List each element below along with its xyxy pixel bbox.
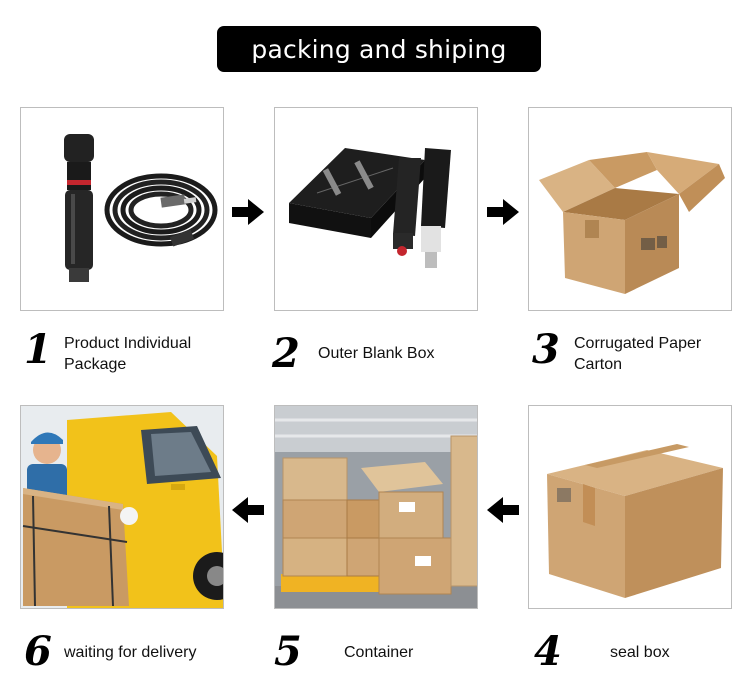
- page-title-text: packing and shiping: [251, 34, 507, 64]
- arrow-right-icon: [232, 199, 264, 225]
- step-number-3: 3: [532, 326, 560, 373]
- step-number-4: 4: [534, 628, 562, 675]
- step-label-5-line1: Container: [344, 644, 414, 661]
- open-carton-illustration: [529, 108, 731, 310]
- step-label-5: Container: [344, 642, 413, 663]
- page-title: packing and shiping: [217, 26, 541, 72]
- step-number-6: 6: [24, 628, 52, 675]
- step-label-6: waiting for delivery: [64, 642, 197, 663]
- arrow-left-icon: [232, 497, 264, 523]
- step-number-5: 5: [274, 628, 302, 675]
- step-label-6-line1: waiting for delivery: [64, 644, 197, 661]
- arrow-left-icon: [487, 497, 519, 523]
- step-label-3-line2: Carton: [574, 356, 623, 373]
- container-image-frame: [274, 405, 478, 609]
- step-label-4: seal box: [610, 642, 670, 663]
- step-label-1-line2: Package: [64, 356, 127, 373]
- black-box-illustration: [275, 108, 477, 310]
- tattoo-pen-and-cable-illustration: [21, 108, 223, 310]
- delivery-van-illustration: [21, 406, 223, 608]
- step-label-4-line1: seal box: [610, 644, 670, 661]
- step-number-2: 2: [272, 330, 300, 377]
- warehouse-boxes-illustration: [275, 406, 477, 608]
- seal-box-image-frame: [528, 405, 732, 609]
- outer-box-image-frame: [274, 107, 478, 311]
- step-number-1: 1: [24, 326, 52, 373]
- step-label-1-line1: Product Individual: [64, 335, 192, 352]
- sealed-carton-illustration: [529, 406, 731, 608]
- step-label-2-line1: Outer Blank Box: [318, 345, 435, 362]
- step-label-3: Corrugated Paper Carton: [574, 333, 701, 375]
- carton-image-frame: [528, 107, 732, 311]
- step-label-2: Outer Blank Box: [318, 343, 435, 364]
- step-label-1: Product Individual Package: [64, 333, 191, 375]
- delivery-image-frame: [20, 405, 224, 609]
- step-label-3-line1: Corrugated Paper: [574, 335, 702, 352]
- product-image-frame: [20, 107, 224, 311]
- arrow-right-icon: [487, 199, 519, 225]
